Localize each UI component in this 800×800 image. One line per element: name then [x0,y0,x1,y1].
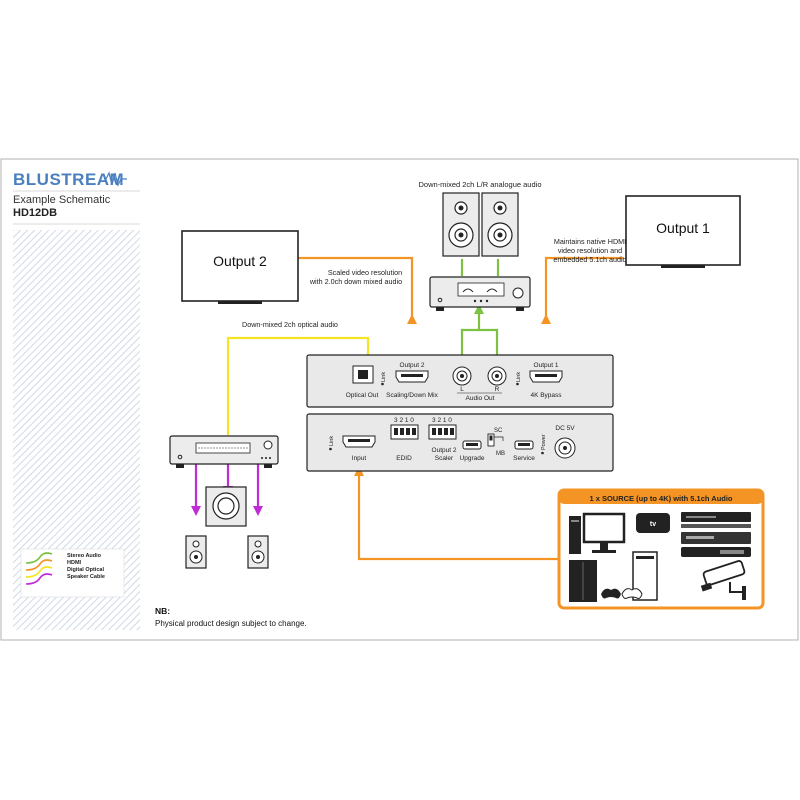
legend-label: Digital Optical [67,567,104,573]
bypass-label: 4K Bypass [530,392,562,399]
service-label: Service [513,455,535,462]
footnote: NB: Physical product design subject to c… [155,606,307,628]
optical-out-label: Optical Out [346,392,379,399]
annotation-downmix-optical: Down-mixed 2ch optical audio [242,320,338,329]
output1-port-label: Output 1 [534,362,559,369]
legend-label: HDMI [67,560,82,566]
hd12db-input-panel: Link Input 3 2 1 0 EDID 3 2 1 0 Output 2… [306,413,614,472]
hdmi-cable-output1 [544,256,624,323]
scaling-label: Scaling/Down Mix [386,392,438,399]
cables [191,256,624,561]
stereo-amplifier [429,276,531,311]
upgrade-label: Upgrade [460,455,485,462]
annotation-scaled-2: with 2.0ch down mixed audio [309,277,402,286]
left-label: L [460,386,464,393]
annotation-scaled-1: Scaled video resolution [328,268,402,277]
power-label: Power [541,434,547,450]
output1-label: Output 1 [656,220,710,236]
annotations: Down-mixed 2ch L/R analogue audio Scaled… [242,180,627,329]
bluray-player-icon [681,512,751,557]
input-label: Input [352,455,367,462]
hdmi-cable-input [357,475,558,561]
input-link-label: Link [329,436,335,446]
game-console-icon [569,560,621,602]
output2-display: Output 2 [181,230,299,304]
legend-swatch-hdmi [25,559,53,571]
stereo-speakers [442,192,519,257]
right-surround-speaker [247,535,269,569]
link-label: Link [516,372,522,382]
output2-port-label: Output 2 [400,362,425,369]
brand-logo: BLUSTREAM [13,170,124,189]
right-label: R [495,386,500,393]
av-receiver [169,435,279,468]
dc-label: DC 5V [555,425,575,432]
sidebar: BLUSTREAM Example Schematic HD12DB Stere… [13,170,140,630]
schematic-frame: BLUSTREAM Example Schematic HD12DB Stere… [0,158,799,641]
logo-wave-icon [105,171,127,187]
cctv-camera-icon [700,560,746,600]
note-title: NB: [155,606,170,616]
apple-tv-label: tv [650,521,656,528]
xbox-console-icon [621,551,658,601]
edid-dip-numbers: 3 2 1 0 [394,417,414,424]
hd12db-output-panel: Optical Out Link Output 2 Scaling/Down M… [306,354,614,408]
scaler-output2-label: Output 2 [432,447,457,454]
legend-swatch-speaker [25,573,53,585]
hdmi-cable-output2 [298,256,414,323]
annotation-native-3: embedded 5.1ch audio [553,255,626,264]
scaler-dip-numbers: 3 2 1 0 [432,417,452,424]
left-surround-speaker [185,535,207,569]
edid-label: EDID [396,455,412,462]
annotation-downmix-analogue: Down-mixed 2ch L/R analogue audio [419,180,542,189]
sc-label: SC [494,428,503,434]
source-box: 1 x SOURCE (up to 4K) with 5.1ch Audio t… [557,488,765,610]
apple-tv-icon: tv [636,513,670,533]
legend-label: Speaker Cable [67,574,105,580]
speaker-cables [194,464,260,508]
model-name: HD12DB [13,207,57,219]
cable-legend: Stereo Audio HDMI Digital Optical Speake… [20,548,125,598]
legend-swatch-optical [25,566,53,578]
output1-display: Output 1 [625,195,741,268]
note-text: Physical product design subject to chang… [155,619,307,628]
annotation-native-2: video resolution and [558,246,622,255]
legend-swatch-stereo [25,552,53,564]
link-label: Link [381,372,387,382]
mb-label: MB [496,451,505,457]
output2-label: Output 2 [213,253,267,269]
subwoofer [205,486,247,527]
audio-out-label: Audio Out [466,395,495,402]
legend-label: Stereo Audio [67,553,102,559]
schematic-subtitle: Example Schematic [13,194,111,206]
annotation-native-1: Maintains native HDMI [554,237,626,246]
source-title: 1 x SOURCE (up to 4K) with 5.1ch Audio [589,494,732,503]
desktop-pc-icon [569,512,626,554]
scaler-label: Scaler [435,455,454,462]
